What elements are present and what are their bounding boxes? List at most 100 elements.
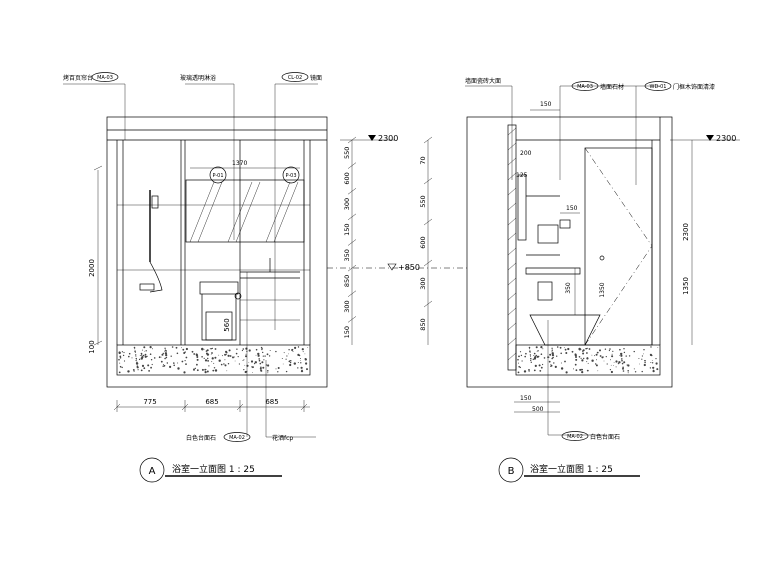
hatch-dot (173, 362, 175, 364)
hatch-dot (575, 356, 577, 358)
dim-tick (423, 177, 433, 185)
hatch-dot (586, 352, 588, 354)
hatch-dot (578, 356, 581, 358)
hatch-dot (245, 355, 247, 358)
marker-p03-label: P-03 (285, 173, 296, 179)
hatch-dot (257, 352, 260, 356)
hatch-dot (135, 354, 137, 356)
hatch-dot (229, 355, 232, 357)
hatch-dot (206, 370, 209, 373)
hatch-dot (224, 359, 226, 361)
hatch-dot (608, 349, 611, 352)
hatch-dot (212, 357, 214, 360)
hatch-dot (528, 370, 530, 372)
dim-tick (423, 218, 433, 226)
hatch-dot (160, 360, 163, 363)
hatch-dot (203, 348, 205, 350)
hatch-dot (153, 357, 156, 359)
hatch-dot (292, 350, 294, 352)
hatch-dot (177, 362, 179, 364)
hatch-dot (613, 365, 614, 366)
hatch-dot (181, 360, 184, 363)
hatch-dot (621, 359, 623, 362)
hatch-dot (241, 349, 243, 352)
hatch-dot (649, 353, 653, 356)
hatch-dot (281, 358, 283, 359)
hatch-dot (532, 358, 534, 361)
hatch-dot (529, 350, 531, 353)
hatch-dot (135, 357, 137, 360)
title-b: 浴室一立面图 1 : 25 (530, 463, 613, 475)
hatch-dot (623, 361, 626, 364)
hatch-dot (211, 347, 213, 349)
hatch-dot (586, 369, 589, 372)
hatch-dot (604, 348, 607, 350)
hatch-dot (529, 352, 531, 353)
hatch-dot (205, 369, 207, 370)
hatch-dot (150, 366, 153, 369)
hatch-dot (171, 346, 174, 348)
dim-chain-label: 850 (419, 318, 427, 330)
hatch-dot (615, 360, 618, 363)
dim-b-125: 125 (516, 172, 528, 179)
dim-1370: 1370 (232, 160, 247, 167)
hatch-dot (147, 364, 150, 367)
elevation-b: 墙面瓷砖大面 MA-03 墙面石材 WD-01 门框木饰面清漆 150 200 … (465, 77, 740, 483)
hatch-dot (167, 362, 168, 364)
hatch-dot (286, 355, 288, 357)
hatch-dot (601, 356, 604, 359)
shower-head (151, 195, 159, 209)
hatch-dot (244, 370, 247, 374)
hatch-dot (260, 369, 263, 372)
dim-chain-label: 600 (343, 172, 351, 184)
hatch-dot (620, 354, 623, 357)
hatch-dot (289, 361, 292, 364)
callout-a-bottom-code: MA-02 (229, 435, 245, 441)
dim-a-100: 100 (88, 340, 96, 353)
hatch-dot (158, 356, 161, 359)
dim-b-1350-inner: 1350 (599, 282, 606, 297)
hatch-dot (622, 366, 624, 369)
hatch-dot (122, 354, 125, 357)
hatch-dot (302, 351, 304, 353)
hatch-dot (258, 358, 261, 360)
hatch-dot (206, 353, 210, 356)
hatch-dot (184, 351, 186, 353)
level-850: +850 (398, 263, 420, 272)
hatch-dot (261, 348, 263, 351)
hatch-dot (251, 366, 254, 369)
hatch-dot (233, 356, 235, 358)
hatch-dot (288, 360, 291, 363)
hatch-dot (214, 356, 217, 359)
door (584, 147, 653, 346)
door-swing-2 (584, 245, 653, 346)
hatch-dot (267, 364, 270, 367)
callout-b-3-code: WD-01 (650, 84, 667, 90)
hatch-dot (285, 358, 287, 360)
hatch-dot (255, 348, 258, 351)
dim-chain-label: 300 (343, 300, 351, 312)
hatch-dot (596, 351, 599, 354)
hatch-dot (185, 347, 188, 351)
hatch-dot (204, 371, 207, 374)
hatch-dot (226, 354, 228, 356)
hatch-dot (181, 347, 182, 349)
hatch-dot (628, 355, 631, 357)
hatch-dot (603, 360, 605, 362)
hatch-dot (185, 356, 188, 359)
hatch-dot (567, 347, 570, 351)
hatch-dot (304, 353, 306, 355)
hatch-dot (135, 355, 137, 357)
hatch-dot (610, 364, 612, 366)
hatch-dot (238, 363, 240, 365)
hatch-dot (140, 369, 143, 372)
hatch-dot (556, 355, 558, 357)
hatch-dot (579, 368, 582, 371)
hatch-dot (551, 349, 553, 351)
hatch-dot (134, 348, 136, 350)
dim-chain-label: 850 (343, 275, 351, 287)
hatch-dot (133, 370, 135, 372)
hatch-dot (299, 360, 301, 361)
hatch-dot (258, 359, 261, 362)
